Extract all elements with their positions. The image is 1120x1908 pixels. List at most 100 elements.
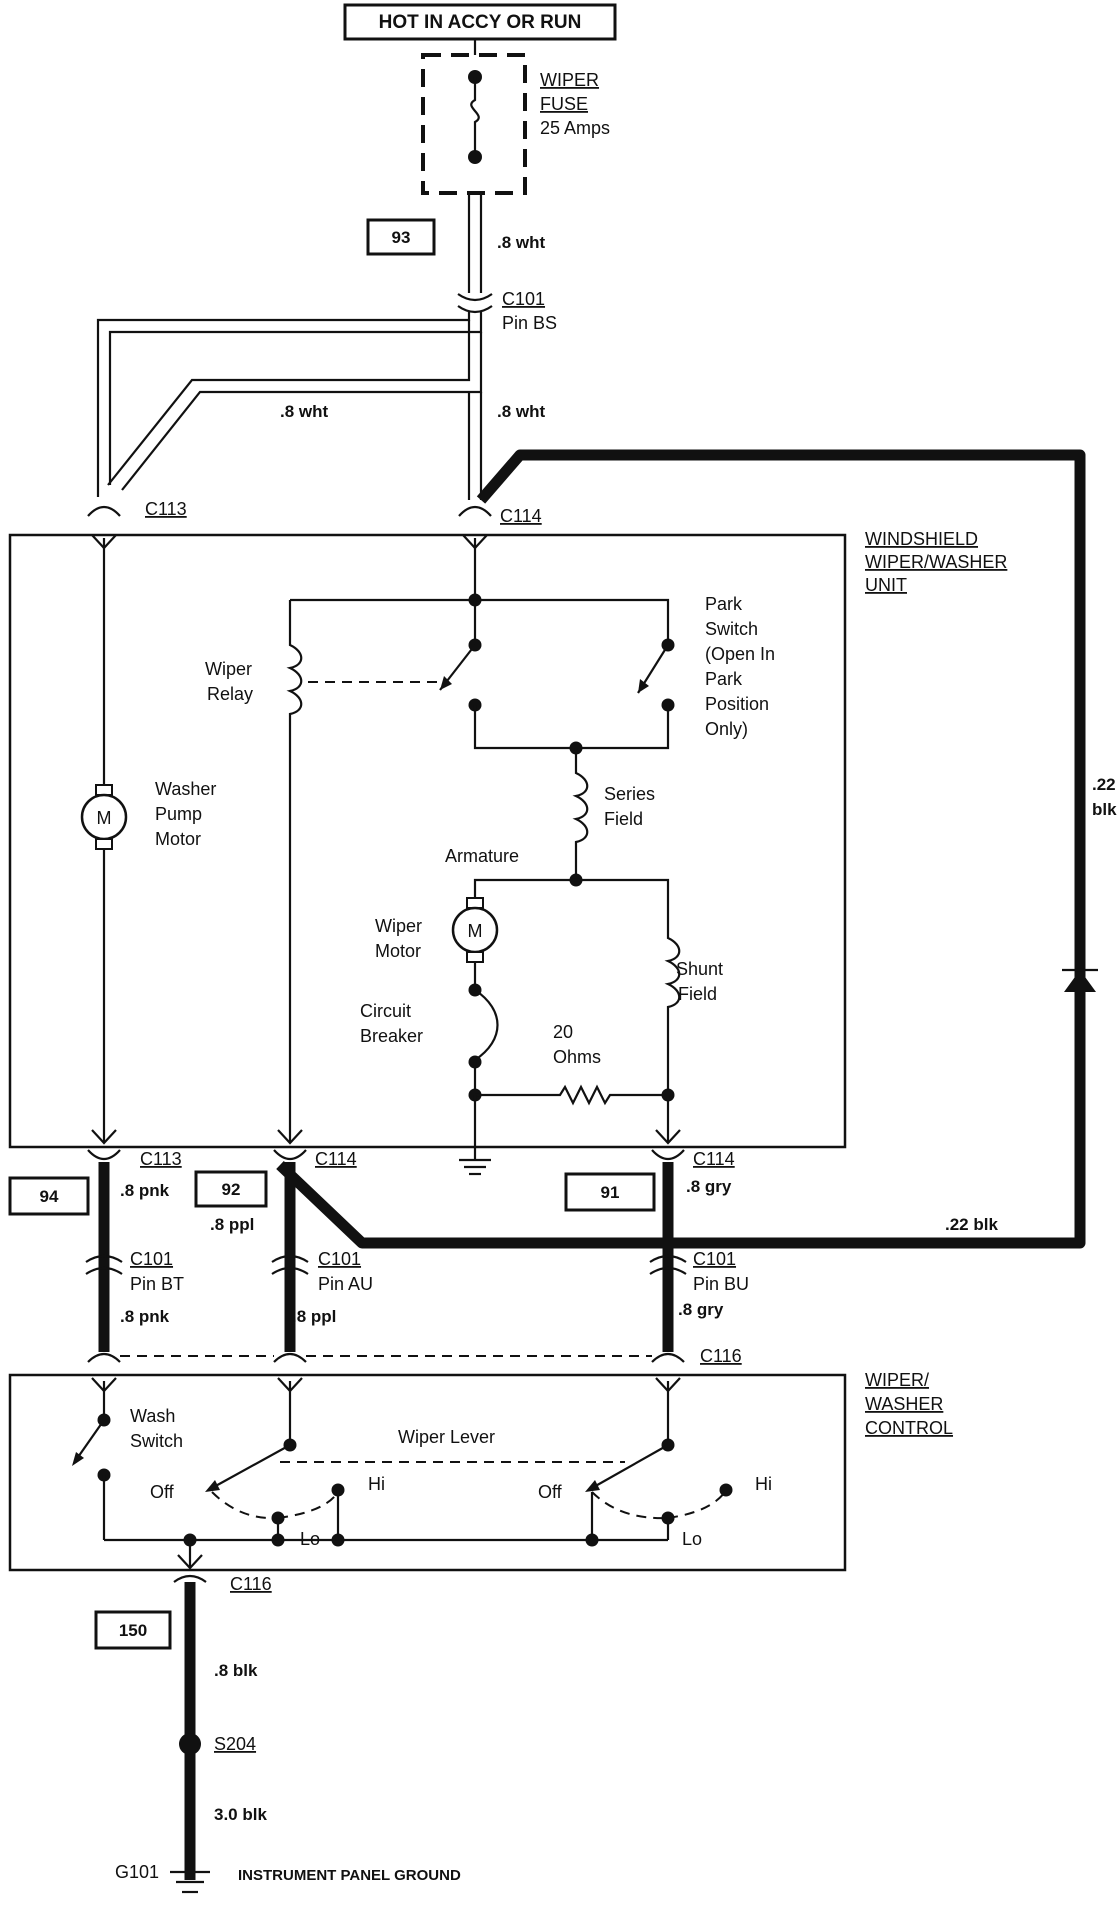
- c101-bu-upper: [649, 1254, 687, 1263]
- left-lever-arc-lo: [211, 1491, 279, 1520]
- c116-top-label: C116: [700, 1346, 742, 1366]
- c101-au-upper: [271, 1254, 309, 1263]
- wire-ppl-upper: .8 ppl: [210, 1215, 254, 1234]
- junction-bus-left-lo: [271, 1533, 285, 1547]
- circuit-92: 92: [222, 1180, 241, 1199]
- wiper-motor-brush-bottom: [466, 951, 484, 963]
- right-lever-arrow: [585, 1480, 600, 1492]
- s204-splice: [179, 1733, 201, 1755]
- header-title: HOT IN ACCY OR RUN: [379, 12, 582, 33]
- washer-motor-brush-top: [95, 784, 113, 796]
- wire-pnk-lower: .8 pnk: [120, 1307, 170, 1326]
- c113-top-connector: [87, 505, 121, 517]
- wiper-motor-m: M: [468, 921, 483, 941]
- left-hi-label: Hi: [368, 1474, 385, 1494]
- junction-bus-left-hi: [331, 1533, 345, 1547]
- right-lever-arc-lo: [591, 1491, 669, 1520]
- fuse-box: [421, 53, 527, 195]
- wiper-relay-coil: [286, 600, 303, 1142]
- wire-ppl-lower: .8 ppl: [292, 1307, 336, 1326]
- circuit-92-box: [194, 1170, 268, 1208]
- right-lever-arc-hi: [667, 1491, 726, 1519]
- circuit-93-box: [366, 218, 436, 256]
- left-lever-blade: [211, 1444, 291, 1489]
- armature-wire: [473, 878, 576, 898]
- wash-switch-label-2: Switch: [130, 1431, 183, 1451]
- c113-top-label: C113: [145, 499, 187, 519]
- wire-blk-vertical-a: .22: [1092, 775, 1116, 794]
- c101-top-connector-upper: [457, 293, 493, 302]
- right-lever-blade: [591, 1444, 669, 1489]
- wiper-motor-label-2: Motor: [375, 941, 421, 961]
- blk-22-wire: [276, 449, 1086, 1249]
- washer-motor-brush-bottom: [95, 838, 113, 850]
- left-lever-arc-hi: [277, 1491, 339, 1519]
- wire-gry-lower: .8 gry: [678, 1300, 724, 1319]
- c101-bt-lower: [85, 1266, 123, 1275]
- wire-blk-ground-upper: .8 blk: [214, 1661, 258, 1680]
- wht-to-c113-a: [96, 312, 471, 497]
- wiper-lever-label: Wiper Lever: [398, 1427, 495, 1447]
- left-lever-arrow: [205, 1480, 220, 1492]
- fuse-rating: 25 Amps: [540, 118, 610, 138]
- armature-label: Armature: [445, 846, 519, 866]
- c114-bottom-left-connector: [273, 1149, 307, 1161]
- c114-top-connector: [458, 505, 492, 517]
- wire-mid-wht-right: .8 wht: [497, 402, 546, 421]
- c116-bottom-label: C116: [230, 1574, 272, 1594]
- washer-motor-m: M: [97, 808, 112, 828]
- shunt-field-coil: [576, 878, 681, 1095]
- wiper-unit-title-1: WINDSHIELD: [865, 529, 978, 549]
- wht-branch-a: [107, 320, 471, 486]
- wht-to-c113-b: [108, 312, 483, 485]
- washer-label-2: Pump: [155, 804, 202, 824]
- c101-au-lower: [271, 1266, 309, 1275]
- wiper-motor-brush-top: [466, 897, 484, 909]
- right-hi-label: Hi: [755, 1474, 772, 1494]
- wash-switch-arrow: [72, 1452, 84, 1466]
- park-label-3: (Open In: [705, 644, 775, 664]
- c116-top-pnk: [87, 1352, 121, 1363]
- c114-right-arrow-bottom: [655, 1129, 681, 1145]
- c114-left-arrow-bottom: [277, 1129, 303, 1145]
- park-label-6: Only): [705, 719, 748, 739]
- wash-switch-label-1: Wash: [130, 1406, 175, 1426]
- c113-bottom-label: C113: [140, 1149, 182, 1169]
- c101-bu-lower: [649, 1266, 687, 1275]
- ground-location-label: INSTRUMENT PANEL GROUND: [238, 1867, 461, 1884]
- circuit-91-box: [564, 1172, 656, 1212]
- series-label-2: Field: [604, 809, 643, 829]
- wire-top-wht: .8 wht: [497, 233, 546, 252]
- control-title-2: WASHER: [865, 1394, 943, 1414]
- c113-bottom-connector: [87, 1149, 121, 1161]
- s204-label: S204: [214, 1734, 256, 1754]
- resistor-20-ohm: [475, 1084, 668, 1106]
- series-label-1: Series: [604, 784, 655, 804]
- left-off-label: Off: [150, 1482, 175, 1502]
- control-title-3: CONTROL: [865, 1418, 953, 1438]
- relay-top-bus: [290, 598, 670, 645]
- circuit-91: 91: [601, 1183, 620, 1202]
- c101-top-pin: Pin BS: [502, 313, 557, 333]
- wiper-relay-label-2: Relay: [207, 684, 253, 704]
- wiper-unit-title-2: WIPER/WASHER: [865, 552, 1007, 572]
- relay-switch-arrow: [440, 676, 452, 690]
- c101-au-pin: Pin AU: [318, 1274, 373, 1294]
- park-label-1: Park: [705, 594, 743, 614]
- c114-bottom-left-label: C114: [315, 1149, 357, 1169]
- g101-label: G101: [115, 1862, 159, 1882]
- circuit-150-box: [94, 1610, 172, 1650]
- wire-gry-upper: .8 gry: [686, 1177, 732, 1196]
- wash-switch-blade: [75, 1419, 105, 1461]
- shunt-label-2: Field: [678, 984, 717, 1004]
- washer-label-1: Washer: [155, 779, 216, 799]
- switch-common-bus: [473, 705, 670, 750]
- circuit-94: 94: [40, 1187, 59, 1206]
- series-field-coil: [572, 748, 589, 880]
- ohms-label-2: Ohms: [553, 1047, 601, 1067]
- fuse-terminal-bottom: [468, 150, 482, 164]
- circuit-94-box: [8, 1176, 90, 1216]
- ohms-label-1: 20: [553, 1022, 573, 1042]
- wire-mid-wht-left: .8 wht: [280, 402, 329, 421]
- diode-triangle: [1064, 970, 1096, 992]
